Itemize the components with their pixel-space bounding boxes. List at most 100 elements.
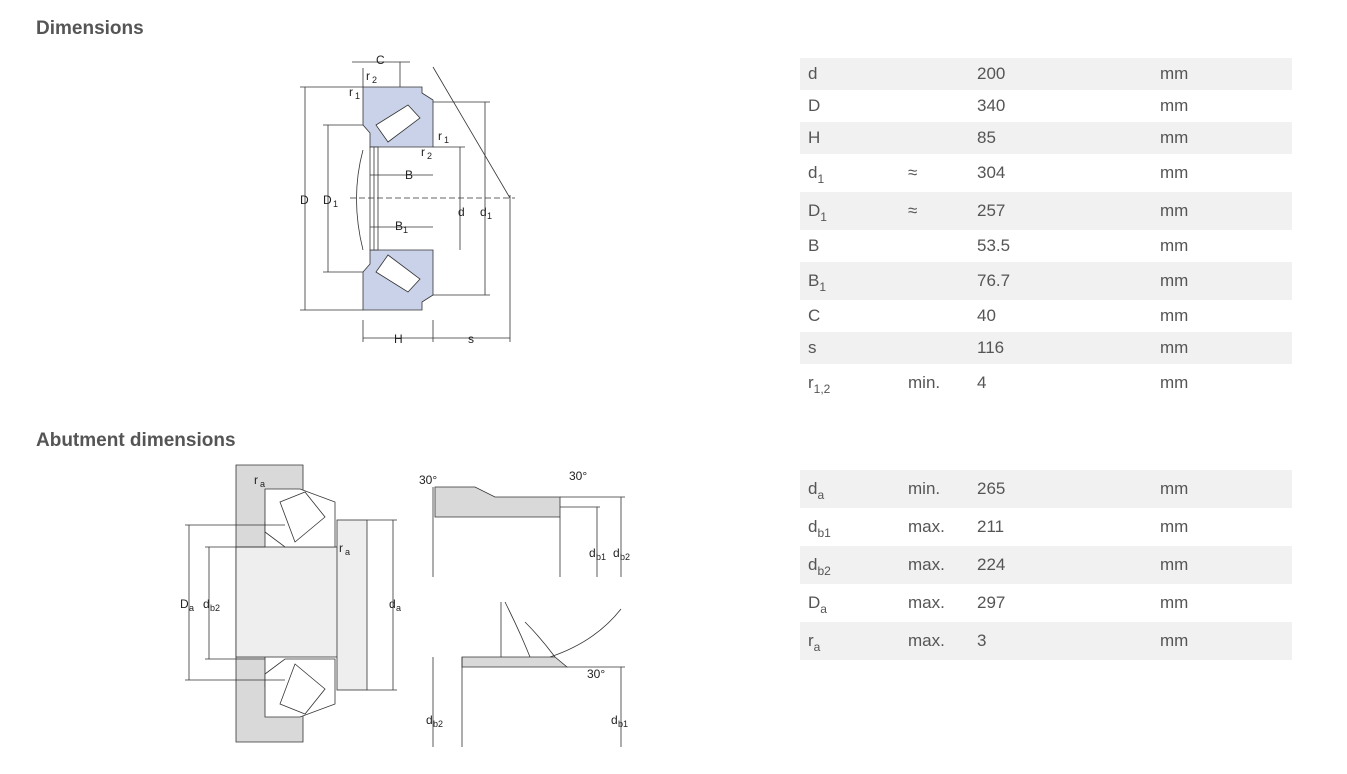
qualifier-cell: max.: [908, 593, 945, 612]
symbol-cell: d1: [800, 154, 900, 192]
label-C: C: [376, 53, 385, 67]
label-H: H: [394, 332, 403, 346]
symbol-cell: ra: [800, 622, 900, 660]
label-da-sub: a: [396, 603, 401, 613]
abutment-row: Da max. 297 mm: [800, 584, 1292, 622]
label-db1: d: [589, 546, 596, 560]
label-r2: r: [366, 69, 370, 83]
unit-cell: mm: [1160, 593, 1189, 612]
label-Da: D: [180, 597, 189, 611]
label-db2-bottom: d: [426, 713, 433, 727]
label-r2b-sub: 2: [427, 151, 432, 161]
unit-cell: mm: [1152, 332, 1292, 364]
label-db2-detail: d: [613, 546, 620, 560]
symbol-subscript: 1: [817, 172, 825, 186]
unit-cell: mm: [1152, 622, 1292, 660]
value-cell: 200: [969, 58, 1152, 90]
qualifier-cell: ≈: [908, 163, 918, 182]
label-s: s: [468, 332, 474, 346]
symbol: C: [808, 306, 821, 325]
label-r2-sub: 2: [372, 75, 377, 85]
symbol: D: [808, 96, 821, 115]
label-da: d: [389, 597, 396, 611]
label-d: d: [458, 205, 465, 219]
abutment-heading: Abutment dimensions: [36, 430, 236, 451]
symbol-cell: B: [800, 230, 900, 262]
label-db2-left: d: [203, 597, 210, 611]
qualifier-cell: [900, 58, 969, 90]
qualifier-cell: max.: [900, 546, 969, 584]
symbol-cell: C: [800, 300, 900, 332]
label-D1: D: [323, 193, 332, 207]
unit-cell: mm: [1160, 306, 1189, 325]
label-D: D: [300, 193, 309, 207]
label-r2b: r: [421, 145, 425, 159]
value-cell: 53.5: [977, 236, 1011, 255]
unit-cell: mm: [1160, 163, 1189, 182]
label-r1b-sub: 1: [444, 135, 449, 145]
qualifier-cell: min.: [908, 373, 941, 392]
symbol-subscript: 1: [819, 280, 827, 294]
symbol-subscript: b2: [817, 564, 831, 578]
dimensions-row: B 53.5 mm: [800, 230, 1292, 262]
value-cell: 257: [969, 192, 1152, 230]
symbol: d: [808, 555, 818, 574]
symbol-subscript: b1: [817, 526, 831, 540]
label-db2-left-sub: b2: [210, 603, 220, 613]
label-db1-sub: b1: [596, 552, 606, 562]
value-cell: 85: [969, 122, 1152, 154]
label-B1-sub: 1: [403, 225, 408, 235]
dimensions-heading: Dimensions: [36, 18, 144, 39]
symbol: r: [808, 631, 814, 650]
symbol-subscript: 1,2: [813, 382, 831, 396]
label-r1: r: [349, 85, 353, 99]
symbol: d: [808, 64, 818, 83]
value-cell: 116: [969, 332, 1152, 364]
qualifier-cell: min.: [900, 470, 969, 508]
symbol-subscript: a: [813, 640, 821, 654]
qualifier-cell: [900, 262, 969, 300]
symbol: r: [808, 373, 814, 392]
symbol: B: [808, 236, 820, 255]
label-B1: B: [395, 219, 403, 233]
unit-cell: mm: [1152, 546, 1292, 584]
qualifier-cell: ≈: [900, 192, 969, 230]
symbol-cell: D: [800, 90, 900, 122]
unit-cell: mm: [1152, 192, 1292, 230]
symbol: d: [808, 517, 818, 536]
label-30-c: 30°: [587, 667, 605, 681]
label-ra-mid: r: [339, 541, 343, 555]
label-d1: d: [480, 205, 487, 219]
value-cell: 297: [977, 593, 1006, 612]
unit-cell: mm: [1160, 236, 1189, 255]
qualifier-cell: [900, 230, 969, 262]
unit-cell: mm: [1152, 58, 1292, 90]
qualifier-cell: max.: [908, 517, 945, 536]
label-db2-detail-sub: b2: [620, 552, 630, 562]
symbol-cell: db1: [800, 508, 900, 546]
qualifier-cell: [900, 300, 969, 332]
qualifier-cell: [900, 332, 969, 364]
symbol-cell: Da: [800, 584, 900, 622]
symbol-cell: da: [800, 470, 900, 508]
symbol-subscript: 1: [820, 210, 827, 224]
label-db1-bottom-sub: b1: [618, 719, 628, 729]
unit-cell: mm: [1160, 517, 1189, 536]
label-30-b: 30°: [569, 469, 587, 483]
symbol-cell: H: [800, 122, 900, 154]
symbol-cell: db2: [800, 546, 900, 584]
symbol-subscript: a: [820, 602, 827, 616]
